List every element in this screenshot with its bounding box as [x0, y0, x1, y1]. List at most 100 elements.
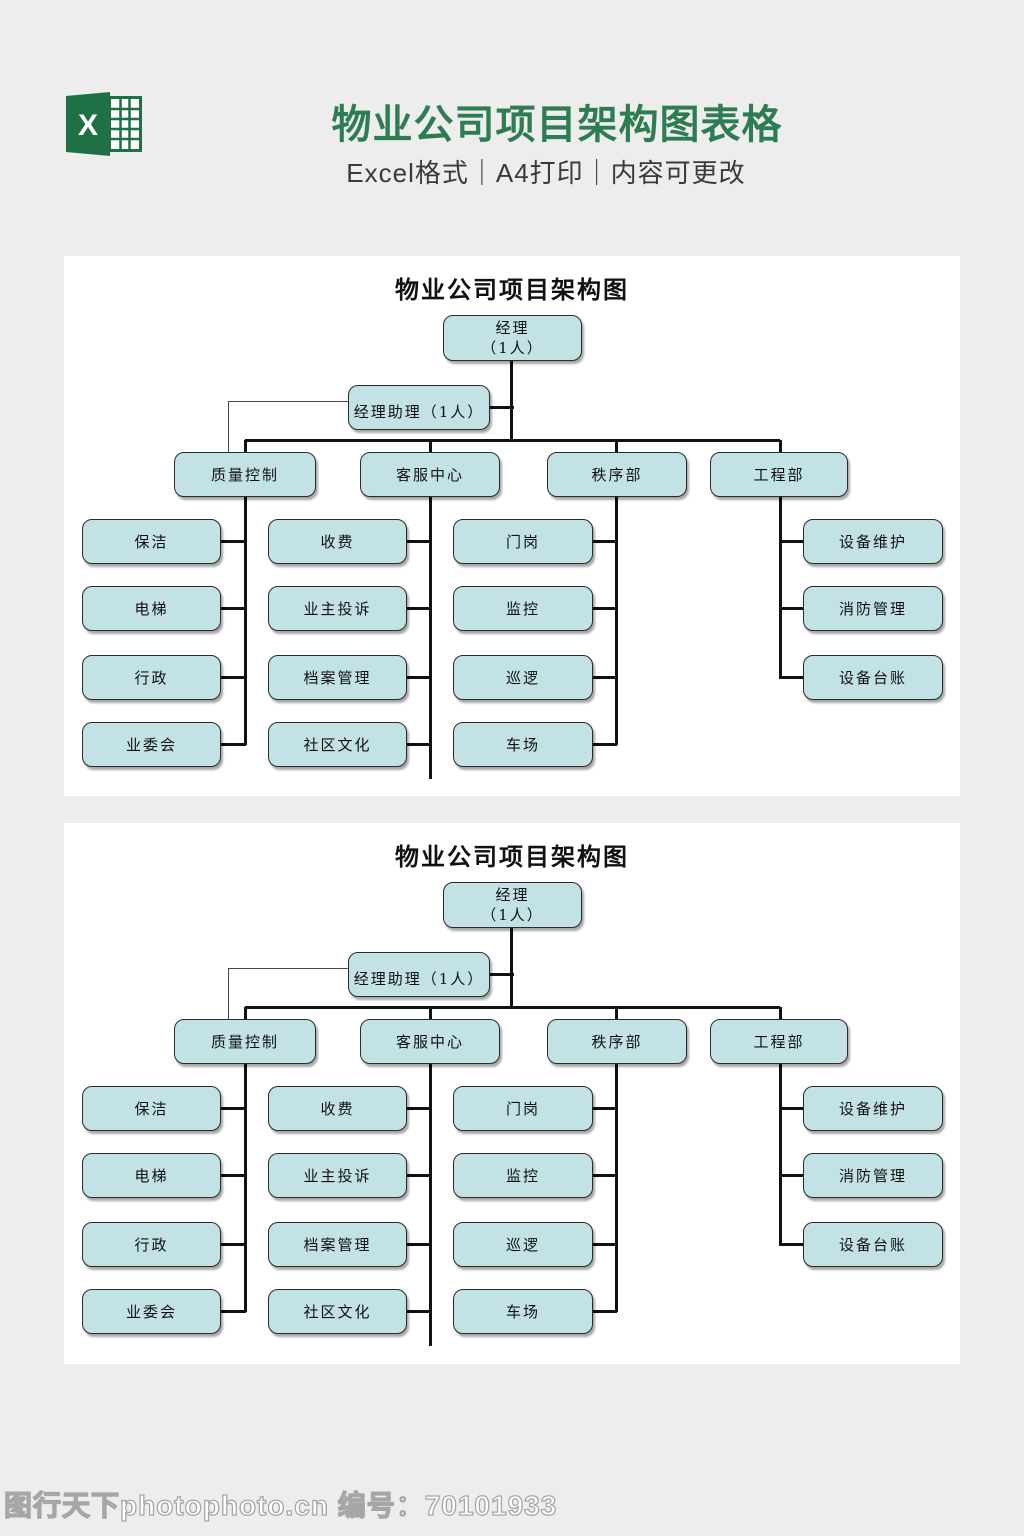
column-line-service — [428, 497, 432, 779]
org-node-manager: 经理 （1人） — [443, 882, 582, 928]
connector-line — [407, 1242, 431, 1246]
column-line-quality — [243, 497, 247, 745]
page-title: 物业公司项目架构图表格 — [331, 103, 783, 147]
org-node-parking-lot: 车场 — [453, 722, 593, 767]
connector-line — [593, 606, 617, 610]
org-node-elevator: 电梯 — [82, 1153, 221, 1198]
connector-line — [221, 1173, 246, 1177]
org-node-fire-management: 消防管理 — [803, 586, 943, 631]
org-node-dept-service-center: 客服中心 — [360, 1019, 500, 1064]
connector-line — [407, 539, 431, 543]
org-node-fire-management: 消防管理 — [803, 1153, 943, 1198]
org-node-community-culture: 社区文化 — [268, 1289, 407, 1334]
org-node-dept-engineering: 工程部 — [710, 452, 848, 497]
column-line-order — [614, 497, 618, 745]
org-node-gate-post: 门岗 — [453, 1086, 593, 1131]
org-node-administration: 行政 — [82, 655, 221, 700]
org-node-patrol: 巡逻 — [453, 1222, 593, 1267]
org-node-elevator: 电梯 — [82, 586, 221, 631]
svg-text:X: X — [78, 109, 98, 142]
dept-drop-line — [243, 440, 247, 453]
connector-line — [779, 1242, 803, 1246]
excel-icon: X — [66, 92, 144, 156]
org-node-fee-collection: 收费 — [268, 519, 407, 564]
connector-line — [593, 675, 617, 679]
dept-drop-line — [428, 440, 432, 453]
org-node-archives-management: 档案管理 — [268, 655, 407, 700]
watermark-text: 图行天下photophoto.cn 编号：70101933 — [3, 1489, 558, 1521]
connector-line — [779, 675, 803, 679]
org-node-dept-service-center: 客服中心 — [360, 452, 500, 497]
org-node-cleaning: 保洁 — [82, 519, 221, 564]
connector-line — [221, 1242, 246, 1246]
org-node-equipment-ledger: 设备台账 — [803, 655, 943, 700]
assistant-connector-line — [490, 972, 514, 976]
org-node-gate-post: 门岗 — [453, 519, 593, 564]
connector-line — [221, 675, 246, 679]
org-node-cleaning: 保洁 — [82, 1086, 221, 1131]
connector-line — [407, 606, 431, 610]
column-line-engineering — [778, 497, 782, 678]
connector-line — [593, 742, 617, 746]
connector-line — [407, 675, 431, 679]
column-line-engineering — [778, 1064, 782, 1245]
assistant-connector-line — [490, 405, 514, 409]
org-node-monitoring: 监控 — [453, 586, 593, 631]
connector-line — [221, 1106, 246, 1110]
chart-panel-2: 物业公司项目架构图经理 （1人） 经理助理（1人） 质量控制客服中心 秩序部工程部保洁… — [64, 823, 960, 1364]
column-line-service — [428, 1064, 432, 1346]
connector-line — [221, 1309, 246, 1313]
connector-line — [407, 742, 431, 746]
org-node-manager-assistant: 经理助理（1人） — [348, 952, 490, 997]
dept-drop-line — [778, 440, 782, 453]
org-node-owners-committee: 业委会 — [82, 722, 221, 767]
org-node-dept-order: 秩序部 — [547, 452, 687, 497]
org-node-equipment-ledger: 设备台账 — [803, 1222, 943, 1267]
main-vertical-line — [509, 928, 513, 1009]
connector-line — [779, 1106, 803, 1110]
org-node-manager: 经理 （1人） — [443, 315, 582, 361]
chart-title: 物业公司项目架构图 — [395, 842, 629, 871]
org-node-owners-committee: 业委会 — [82, 1289, 221, 1334]
column-line-order — [614, 1064, 618, 1312]
org-node-community-culture: 社区文化 — [268, 722, 407, 767]
connector-line — [593, 1106, 617, 1110]
assistant-thin-line-v — [227, 968, 229, 1020]
dept-distribution-line — [245, 438, 780, 442]
org-node-owner-complaints: 业主投诉 — [268, 586, 407, 631]
connector-line — [593, 1173, 617, 1177]
page-subtitle: Excel格式｜A4打印｜内容可更改 — [346, 158, 746, 188]
connector-line — [221, 606, 246, 610]
connector-line — [779, 1173, 803, 1177]
connector-line — [407, 1106, 431, 1110]
connector-line — [593, 1309, 617, 1313]
org-node-dept-engineering: 工程部 — [710, 1019, 848, 1064]
chart-panel-1: 物业公司项目架构图经理 （1人）经理助理（1人）质量控制客服中心秩序部工程部保洁… — [64, 256, 960, 796]
assistant-thin-line-v — [227, 401, 229, 453]
dept-drop-line — [614, 1007, 618, 1020]
org-node-manager-assistant: 经理助理（1人） — [348, 385, 490, 430]
dept-distribution-line — [245, 1005, 780, 1009]
connector-line — [593, 1242, 617, 1246]
main-vertical-line — [509, 361, 513, 442]
assistant-thin-line-h — [228, 967, 348, 969]
org-node-fee-collection: 收费 — [268, 1086, 407, 1131]
dept-drop-line — [243, 1007, 247, 1020]
org-node-dept-order: 秩序部 — [547, 1019, 687, 1064]
connector-line — [407, 1309, 431, 1313]
org-node-archives-management: 档案管理 — [268, 1222, 407, 1267]
org-node-monitoring: 监控 — [453, 1153, 593, 1198]
connector-line — [221, 539, 246, 543]
org-node-equipment-maintenance: 设备维护 — [803, 519, 943, 564]
org-node-administration: 行政 — [82, 1222, 221, 1267]
org-node-owner-complaints: 业主投诉 — [268, 1153, 407, 1198]
assistant-thin-line-h — [228, 400, 348, 402]
connector-line — [593, 539, 617, 543]
dept-drop-line — [778, 1007, 782, 1020]
org-node-dept-quality-control: 质量控制 — [174, 1019, 316, 1064]
connector-line — [407, 1173, 431, 1177]
dept-drop-line — [614, 440, 618, 453]
org-node-parking-lot: 车场 — [453, 1289, 593, 1334]
org-node-dept-quality-control: 质量控制 — [174, 452, 316, 497]
